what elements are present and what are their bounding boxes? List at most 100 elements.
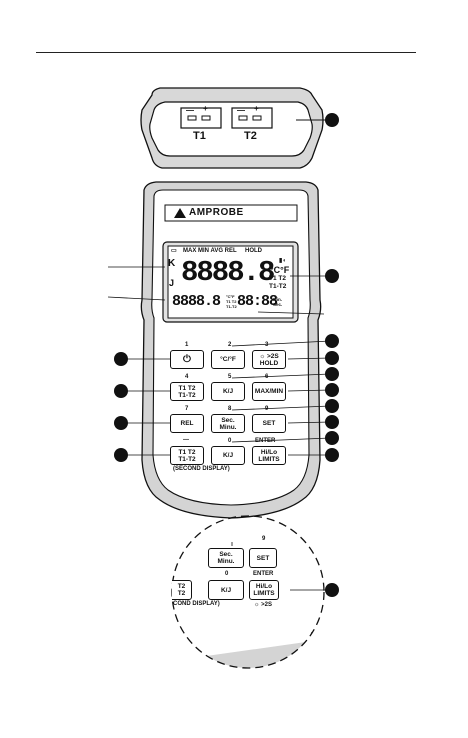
kj-button-2[interactable]: K/J xyxy=(211,446,245,465)
set-button[interactable]: SET xyxy=(252,414,286,433)
rel-button[interactable]: REL xyxy=(170,414,204,433)
lcd-unit-cf: °C°F xyxy=(270,265,290,275)
callout-zoom xyxy=(325,583,339,597)
lcd-sub-digits-2: 88:88 xyxy=(237,293,278,310)
kj-label-2: K/J xyxy=(222,452,234,459)
socket-t1-pin-neg xyxy=(187,115,197,121)
zoom-t2-label: T2 xyxy=(177,583,186,590)
hilo-limits-button[interactable]: Hi/Lo LIMITS xyxy=(252,446,286,465)
socket-t2-pin-neg xyxy=(238,115,248,121)
socket-t1-pin-pos xyxy=(201,115,211,121)
brand-logo-triangle xyxy=(174,208,186,218)
callout-btn-1 xyxy=(114,352,128,366)
callout-btn-5 xyxy=(325,367,339,381)
leader-lcd-minsec xyxy=(257,311,325,315)
key-enter: ENTER xyxy=(255,438,276,444)
minu-label: Minu. xyxy=(219,423,237,431)
callout-btn-0 xyxy=(325,431,339,445)
key-num-3: 3 xyxy=(265,342,269,348)
socket-t1-label: T1 xyxy=(193,130,206,142)
maxmin-label: MAX/MIN xyxy=(254,388,284,395)
leader-btn-0 xyxy=(231,437,331,443)
zoom-kj-label: K/J xyxy=(220,586,232,594)
callout-btn-8 xyxy=(325,399,339,413)
lcd-main-digits: 8888.8 xyxy=(181,256,275,289)
lcd-min-sec: Min. Sec. xyxy=(273,297,283,307)
zoom-hilo-label: Hi/Lo xyxy=(255,583,273,590)
kj-button[interactable]: K/J xyxy=(211,382,245,401)
zoom-partial-t1t2-button[interactable]: T2 T2 xyxy=(172,580,192,600)
kj-label: K/J xyxy=(222,388,234,395)
socket-t2 xyxy=(231,107,273,129)
zoom-num-0: 0 xyxy=(225,571,229,577)
header-rule xyxy=(36,52,416,53)
callout-btn-enter xyxy=(325,448,339,462)
key-num-minus: — xyxy=(183,437,189,443)
limits-label: LIMITS xyxy=(258,455,280,463)
key-num-4: 4 xyxy=(185,374,189,380)
zoom-cond-display: COND DISPLAY) xyxy=(173,601,220,607)
leader-btn-9 xyxy=(287,421,331,424)
lcd-t1-minus-t2: T1-T2 xyxy=(269,283,287,290)
leader-btn-3 xyxy=(287,357,331,360)
zoom-sec-label: Sec. xyxy=(219,551,233,558)
lcd-screen xyxy=(167,245,294,319)
callout-lcd-main xyxy=(325,269,339,283)
callout-btn-3 xyxy=(325,351,339,365)
key-num-9: 9 xyxy=(265,406,269,412)
sec-label: Sec. xyxy=(221,416,235,424)
socket-t2-pin-pos xyxy=(252,115,262,121)
lcd-annunciators: MAX MIN AVG REL xyxy=(183,248,237,254)
lcd-type-k: K xyxy=(168,258,176,269)
socket-t2-label: T2 xyxy=(244,130,257,142)
zoom-num-9: 9 xyxy=(262,536,266,542)
brand-panel xyxy=(164,204,298,222)
lcd-hold: HOLD xyxy=(245,248,262,254)
zoom-t2-label-2: T2 xyxy=(177,590,186,597)
callout-connector xyxy=(325,113,339,127)
hold-label: HOLD xyxy=(259,359,279,367)
callout-btn-minus xyxy=(114,448,128,462)
callout-btn-7 xyxy=(114,416,128,430)
hold-backlight-button[interactable]: ☼ >2S HOLD xyxy=(252,350,286,369)
socket-t1 xyxy=(180,107,222,129)
socket-t1-plus: + xyxy=(203,104,208,113)
max-min-button[interactable]: MAX/MIN xyxy=(252,382,286,401)
callout-btn-2 xyxy=(325,334,339,348)
key-num-7: 7 xyxy=(185,406,189,412)
set-label: SET xyxy=(262,420,276,427)
leader-btn-8 xyxy=(231,405,331,411)
leader-btn-5 xyxy=(231,373,331,379)
backlight-label: ☼ >2S xyxy=(259,352,279,360)
t1-t2-button[interactable]: T1 T2 T1-T2 xyxy=(170,382,204,401)
power-button[interactable]: ⏻ xyxy=(170,350,204,369)
zoom-hilo-limits-button[interactable]: Hi/Lo LIMITS xyxy=(249,580,279,600)
lcd-sub-digits: 8888.8 xyxy=(172,293,221,310)
celsius-fahrenheit-button[interactable]: °C/°F xyxy=(211,350,245,369)
socket-t1-minus: — xyxy=(186,106,194,115)
callout-btn-6 xyxy=(325,383,339,397)
second-display-button[interactable]: T1 T2 T1-T2 xyxy=(170,446,204,465)
zoom-sec-minu-button[interactable]: Sec. Minu. xyxy=(208,548,244,568)
zoom-content xyxy=(172,519,324,668)
key-num-5: 5 xyxy=(228,374,232,380)
zoom-set-button[interactable]: SET xyxy=(249,548,277,568)
socket-t2-minus: — xyxy=(237,106,245,115)
t1-minus-t2-label: T1-T2 xyxy=(178,391,196,399)
connector-face xyxy=(149,101,313,157)
sec-minu-button[interactable]: Sec. Minu. xyxy=(211,414,245,433)
sd-t1-minus-t2-label: T1-T2 xyxy=(178,455,196,463)
key-num-2: 2 xyxy=(228,342,232,348)
leader-btn-6 xyxy=(287,389,331,392)
key-num-8: 8 xyxy=(228,406,232,412)
zoom-backlight-note: ☼ >2S xyxy=(254,602,273,608)
sd-t1t2-label: T1 T2 xyxy=(178,448,196,456)
lcd-beep-icon: ▮◖ xyxy=(279,258,286,264)
brand-name: AMPROBE xyxy=(189,207,244,218)
lcd-battery-icon: ▭ xyxy=(171,248,177,254)
t1t2-label: T1 T2 xyxy=(178,384,196,392)
zoom-kj-button[interactable]: K/J xyxy=(208,580,244,600)
key-num-1: 1 xyxy=(185,342,189,348)
